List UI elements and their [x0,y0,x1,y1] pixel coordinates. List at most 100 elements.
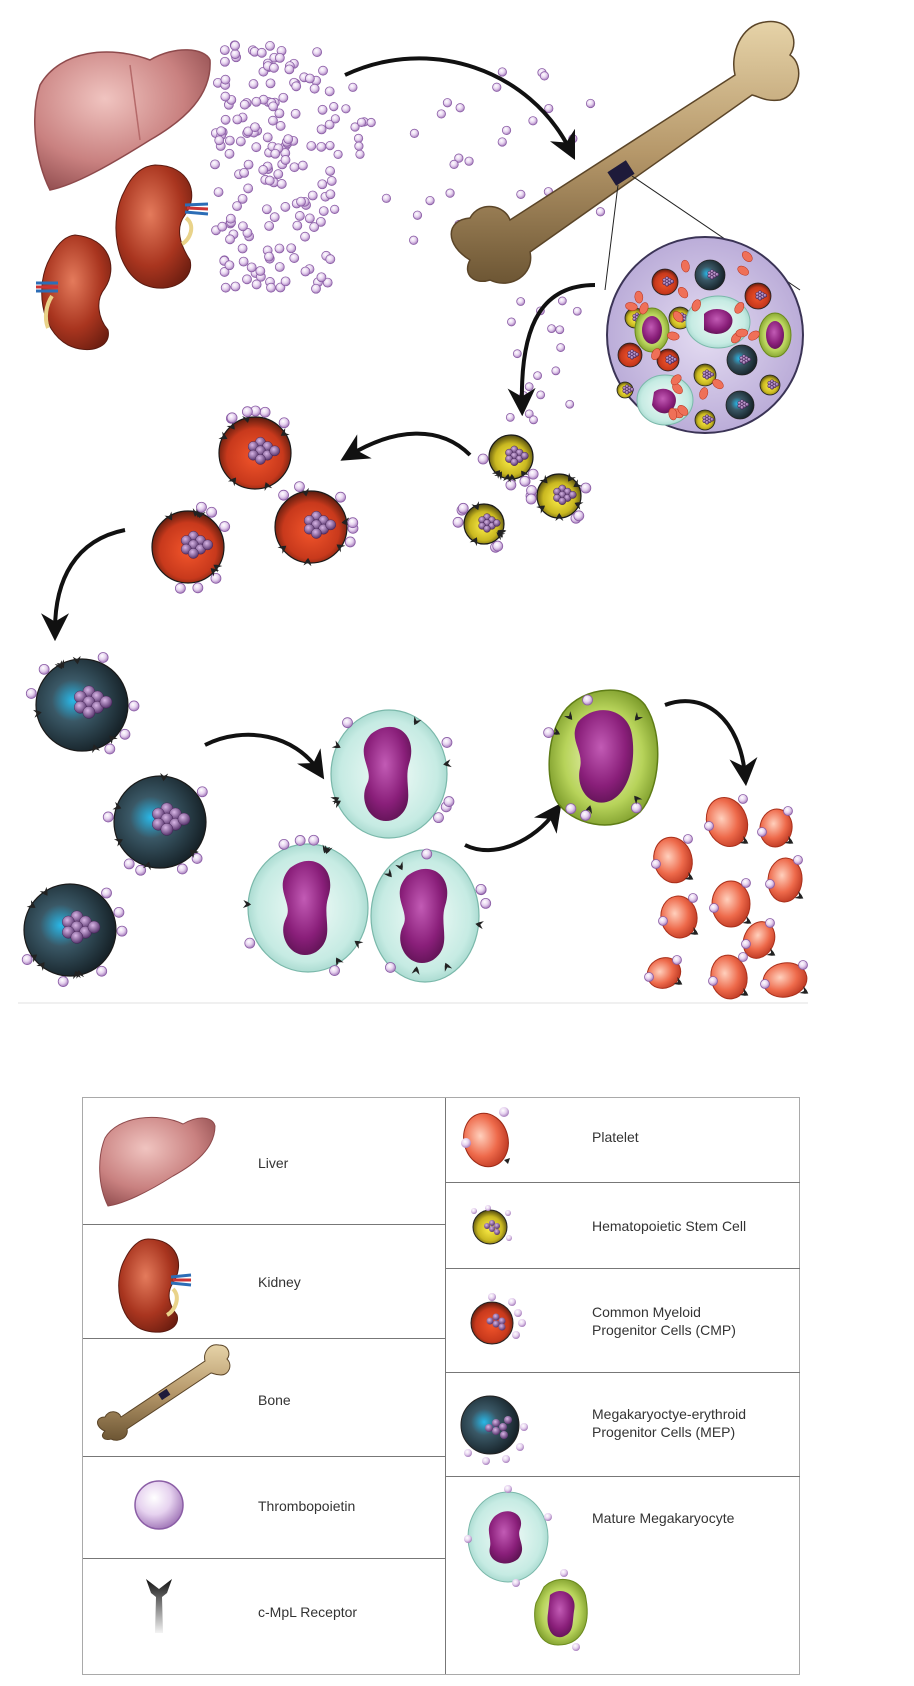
liver-icon [99,1116,216,1207]
thrombopoietin-molecule [344,536,356,548]
c-mpl-receptor [242,414,250,423]
thrombopoietin-molecule [113,906,125,918]
c-mpl-receptor [689,927,699,935]
thrombopoietin-molecule [798,960,808,970]
common-myeloid-progenitor-cell [274,481,359,567]
common-myeloid-progenitor-cells [151,405,359,594]
thrombopoietin-molecule [294,835,306,846]
thrombopoietin-molecule [457,502,469,514]
thrombopoietin-molecule [443,796,455,807]
thrombopoietin-molecule [317,104,328,115]
legend-row-cmp: Common Myeloid Progenitor Cells (CMP) [446,1268,800,1373]
thrombopoietin-molecule [631,802,642,814]
thrombopoietin-molecule [296,196,306,207]
thrombopoietin-molecule [741,939,751,949]
thrombopoietin-molecule [268,101,279,112]
c-mpl-receptor [475,921,484,930]
thrombopoietin-molecule [268,115,278,126]
liver-illustration [34,49,211,191]
c-mpl-receptor [335,957,344,967]
thrombopoietin-molecule [738,952,748,962]
c-mpl-receptor [336,544,346,553]
thrombopoietin-molecule [316,141,327,152]
c-mpl-receptor [496,532,506,541]
thrombopoietin-molecule [278,489,290,501]
c-mpl-receptor [784,836,794,844]
arrow-marrow-to-stem [507,283,596,417]
thrombopoietin-molecule [238,221,248,232]
thrombopoietin-molecule [497,67,507,77]
platelet [741,918,776,959]
thrombopoietin-molecule [119,728,131,740]
c-mpl-receptor [739,836,749,844]
thrombopoietin-molecule [442,98,453,108]
thrombopoietin-molecule [258,165,269,175]
thrombopoietin-molecule [226,412,238,424]
thrombopoietin-molecule [527,468,539,480]
thrombopoietin-molecule [104,743,116,755]
thrombopoietin-molecule [688,893,698,903]
thrombopoietin-molecule [311,283,321,294]
thrombopoietin-molecule [278,838,290,850]
thrombopoietin-molecule [326,176,337,186]
c-mpl-receptor [491,470,501,479]
process-arrows [41,56,758,853]
thrombopoietin-molecule [304,73,315,84]
thrombopoietin-molecule [573,510,585,522]
thrombopoietin-molecule [475,883,487,895]
thrombopoietin-molecule [425,195,435,206]
megakaryocyte-erythroid-progenitor-cell [21,883,128,987]
kidney-icon [118,1238,192,1333]
thrombopoietin-molecule [568,134,578,144]
c-mpl-receptor [92,744,100,754]
thrombopoietin-molecule [355,149,365,159]
thrombopoietin-molecule [317,179,328,190]
c-mpl-receptor [494,471,502,481]
c-mpl-receptor [469,537,478,547]
thrombopoietin-molecule [196,786,208,798]
c-mpl-receptor [794,891,804,899]
platelet [651,834,694,884]
c-mpl-receptor [227,477,237,487]
legend-row-liver: Liver [83,1098,445,1224]
thrombopoietin-molecule [280,276,291,287]
thrombopoietin-molecule [529,415,538,425]
legend-label-platelet: Platelet [592,1129,639,1145]
c-mpl-receptor [33,709,42,718]
thrombopoietin-molecule [306,141,317,151]
thrombopoietin-molecule [741,878,751,888]
thrombopoietin-molecule [251,142,262,153]
thrombopoietin-molecule [25,688,37,699]
hematopoietic-stem-cell [525,472,592,524]
c-mpl-receptor [568,472,576,482]
hematopoietic-stem-cell [452,501,507,553]
thrombopoietin-molecule [246,262,257,273]
c-mpl-receptor [36,962,45,971]
c-mpl-receptor [198,509,206,519]
thrombopoietin-molecule [366,117,376,128]
legend-label-liver: Liver [258,1155,289,1171]
thrombopoietin-molecule [704,821,714,831]
c-mpl-receptor [444,962,453,972]
thrombopoietin-molecule [464,156,474,166]
thrombopoietin-molecule [230,49,241,60]
c-mpl-receptor [799,986,809,994]
c-mpl-receptor [584,805,593,815]
megakaryocytes [242,709,492,983]
thrombopoietin-molecule [250,122,260,133]
thrombopoietin-molecule [274,262,285,272]
thrombopoietin-molecule [214,135,225,146]
c-mpl-receptor [383,868,392,878]
thrombopoietin-molecule [309,83,320,94]
c-mpl-receptor [301,487,309,497]
thrombopoietin-molecule [738,794,748,804]
thrombopoietin-molecule [261,204,272,215]
thrombopoietin-molecule [421,848,433,860]
platelet [658,893,699,939]
thrombopoietin-molecule [264,251,274,262]
c-mpl-receptor [143,861,151,871]
thrombopoietin-molecule [516,189,526,199]
c-mpl-receptor [76,970,85,979]
thrombopoietin-molecule [196,501,207,513]
c-mpl-receptor [280,428,290,436]
